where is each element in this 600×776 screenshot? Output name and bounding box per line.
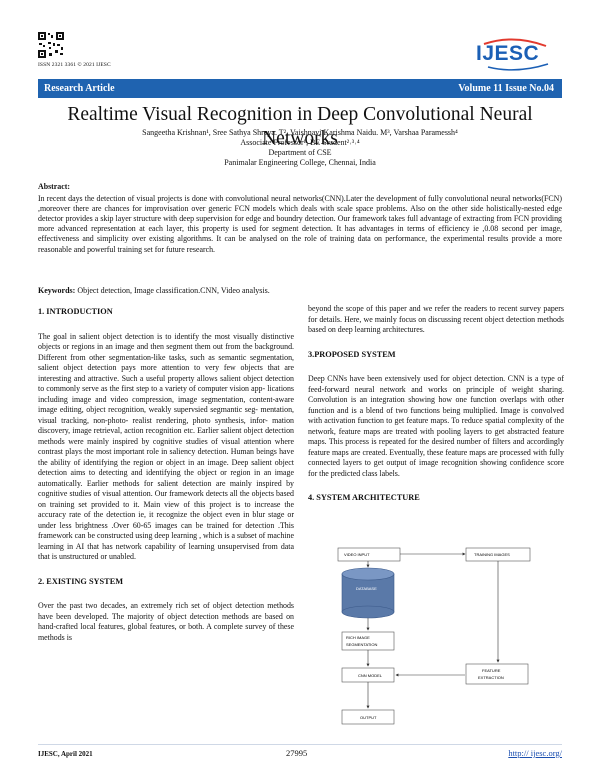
author-block: Sangeetha Krishnan¹, Sree Sathya Shreya.… [38, 128, 562, 168]
feature-extraction-box: FEATURE EXTRACTION [465, 663, 529, 685]
footer-journal-date: IJESC, April 2021 [38, 750, 93, 758]
architecture-diagram: VIDEO INPUT TRAINING IMAGES DATABASE RIC… [337, 547, 531, 725]
page-footer: IJESC, April 2021 27995 http:// ijesc.or… [38, 744, 562, 762]
qr-code [38, 32, 64, 58]
cnn-model-label: CNN MODEL [358, 673, 383, 678]
output-box: OUTPUT [341, 709, 395, 725]
database-label: DATABASE [356, 586, 377, 591]
section-heading-existing: 2. EXISTING SYSTEM [38, 576, 124, 586]
article-type: Research Article [44, 83, 115, 94]
department: Department of CSE [268, 148, 332, 157]
feature-label: FEATURE [482, 668, 501, 673]
existing-text: Over the past two decades, an extremely … [38, 601, 294, 642]
article-banner: Research Article Volume 11 Issue No.04 [38, 79, 562, 98]
existing-text-continued: beyond the scope of this paper and we re… [308, 304, 564, 334]
right-column: beyond the scope of this paper and we re… [308, 304, 564, 504]
page-number: 27995 [286, 748, 308, 758]
journal-url-link[interactable]: http:// ijesc.org/ [508, 748, 562, 758]
college: Panimalar Engineering College, Chennai, … [224, 158, 376, 167]
volume-info: Volume 11 Issue No.04 [458, 83, 554, 94]
training-images-label: TRAINING IMAGES [474, 552, 510, 557]
introduction-text: The goal in salient object detection is … [38, 331, 294, 562]
abstract-heading: Abstract: [38, 182, 70, 191]
section-heading-introduction: 1. INTRODUCTION [38, 307, 113, 316]
logo-swoosh-icon [483, 38, 549, 71]
segmentation-label: SEGMENTATION [346, 642, 378, 647]
keywords-label: Keywords: [38, 286, 76, 295]
training-images-box: TRAINING IMAGES [465, 547, 531, 562]
video-input-box: VIDEO INPUT [337, 547, 401, 562]
output-label: OUTPUT [360, 715, 377, 720]
abstract-text: In recent days the detection of visual p… [38, 194, 562, 254]
database-cylinder: DATABASE [341, 567, 395, 619]
proposed-text: Deep CNNs have been extensively used for… [308, 374, 564, 478]
issn-line: ISSN 2321 3361 © 2021 IJESC [38, 62, 111, 68]
keywords: Keywords: Object detection, Image classi… [38, 286, 562, 295]
extraction-label: EXTRACTION [478, 675, 504, 680]
section-heading-architecture: 4. SYSTEM ARCHITECTURE [308, 493, 420, 502]
roles-line: Associate Professor¹, BE Student²˒³˒⁴ [240, 138, 360, 147]
journal-logo: IJESC [476, 36, 556, 72]
keywords-text: Object detection, Image classification.C… [75, 286, 270, 295]
cnn-model-box: CNN MODEL [341, 667, 395, 683]
authors-line: Sangeetha Krishnan¹, Sree Sathya Shreya.… [142, 128, 458, 137]
segmentation-box: RICH IMAGE SEGMENTATION [341, 631, 395, 651]
logo-text: IJESC [476, 42, 540, 65]
abstract: Abstract: In recent days the detection o… [38, 182, 562, 255]
rich-image-label: RICH IMAGE [346, 635, 370, 640]
video-input-label: VIDEO INPUT [344, 552, 370, 557]
section-heading-proposed: 3.PROPOSED SYSTEM [308, 349, 396, 359]
paper-title: Realtime Visual Recognition in Deep Conv… [67, 104, 533, 149]
left-column: 1. INTRODUCTION The goal in salient obje… [38, 307, 294, 657]
